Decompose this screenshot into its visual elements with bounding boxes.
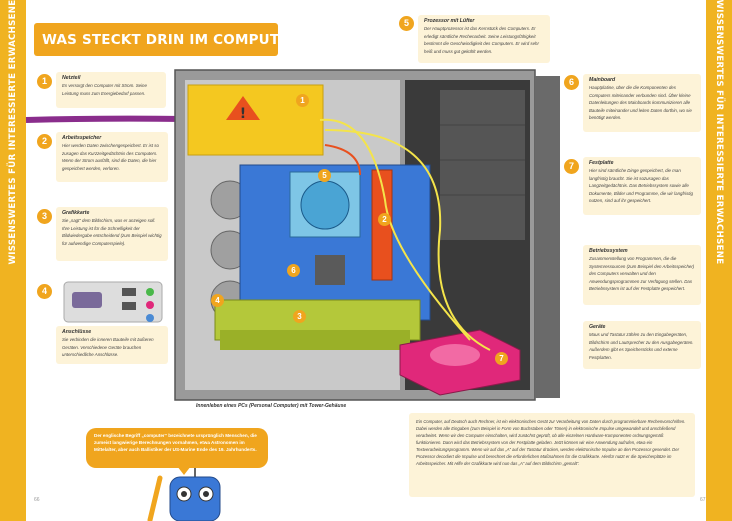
- card-title: Festplatte: [589, 160, 614, 166]
- card-body: Hauptplatine, über die die Komponenten d…: [589, 85, 692, 121]
- audio-port-pink-icon: [146, 301, 154, 309]
- yellow-cable-2: [324, 129, 491, 351]
- card-num-5: 5: [399, 16, 414, 31]
- card-body: Hier sind sämtliche Dinge gespeichert, d…: [589, 168, 693, 204]
- card-mainboard: Mainboard Hauptplatine, über die die Kom…: [583, 74, 701, 132]
- card-title: Grafikkarte: [62, 210, 90, 216]
- serial-port-icon: [72, 292, 102, 308]
- card-title: Mainboard: [589, 77, 616, 83]
- yellow-cable-1: [319, 118, 471, 341]
- case-side: [535, 76, 560, 398]
- psu-warning-icon: [226, 96, 260, 120]
- callout-7: 7: [495, 352, 508, 365]
- illustration-caption: Innenleben eines PCs (Personal Computer)…: [196, 403, 347, 409]
- card-body: Sie „sagt“ dem Bildschirm, was er anzeig…: [62, 218, 162, 246]
- drive-bays: [440, 90, 525, 240]
- page-title-box: WAS STECKT DRIN IM COMPUTER?: [34, 23, 307, 56]
- callout-1: 1: [296, 94, 309, 107]
- card-title: Anschlüsse: [62, 329, 92, 335]
- power-cable: [25, 115, 186, 123]
- card-title: Prozessor mit Lüfter: [424, 18, 475, 24]
- usb-port-icon-2: [122, 302, 136, 310]
- card-num-2: 2: [37, 134, 52, 149]
- page-number-left: 66: [34, 497, 40, 503]
- hdd-platter: [430, 344, 480, 366]
- callout-3: 3: [293, 310, 306, 323]
- card-num-7: 7: [564, 159, 579, 174]
- card-num-4: 4: [37, 284, 52, 299]
- card-title: Arbeitsspeicher: [62, 135, 102, 141]
- gpu-slot: [220, 330, 410, 350]
- page-number-right: 67: [700, 497, 706, 503]
- card-body: Der Hauptprozessor ist das Kernstück des…: [424, 26, 539, 54]
- speech-bubble: Der englische Begriff „computer“ bezeich…: [86, 428, 268, 468]
- card-body: Zusammenstellung von Programmen, die die…: [589, 256, 695, 292]
- callout-2: 2: [378, 213, 391, 226]
- card-betriebssystem: Betriebssystem Zusammenstellung von Prog…: [583, 245, 701, 305]
- card-num-1: 1: [37, 74, 52, 89]
- speech-text: Der englische Begriff „computer“ bezeich…: [94, 433, 257, 452]
- robot-mascot-icon: [147, 456, 221, 521]
- main-text-box: Ein Computer, auf Deutsch auch Rechner, …: [409, 413, 695, 497]
- callout-6: 6: [287, 264, 300, 277]
- svg-text:!: !: [240, 106, 246, 122]
- card-body: Hier werden Daten zwischengespeichert. E…: [62, 143, 159, 171]
- cpu-fan: [300, 180, 350, 230]
- callout-4: 4: [211, 294, 224, 307]
- callout-5: 5: [318, 169, 331, 182]
- card-title: Geräte: [589, 324, 606, 330]
- card-num-3: 3: [37, 209, 52, 224]
- card-geraete: Geräte Maus und Tastatur zählen zu den E…: [583, 321, 701, 369]
- card-title: Betriebssystem: [589, 248, 628, 254]
- audio-port-green-icon: [146, 288, 154, 296]
- page-title: WAS STECKT DRIN IM COMPUTER?: [42, 32, 308, 48]
- card-arbeitsspeicher: Arbeitsspeicher Hier werden Daten zwisch…: [56, 132, 168, 182]
- red-cable: [324, 144, 361, 176]
- main-text: Ein Computer, auf Deutsch auch Rechner, …: [416, 419, 686, 466]
- card-num-6: 6: [564, 75, 579, 90]
- card-body: Sie verbinden die inneren Bauteile mit ä…: [62, 337, 154, 358]
- audio-port-blue-icon: [146, 314, 154, 322]
- card-anschluesse: Anschlüsse Sie verbinden die inneren Bau…: [56, 326, 168, 364]
- right-side-band: WISSENSWERTES FÜR INTERESSIERTE ERWACHSE…: [706, 0, 732, 521]
- chipset: [315, 255, 345, 285]
- card-body: Maus und Tastatur zählen zu den Eingabeg…: [589, 332, 694, 360]
- card-festplatte: Festplatte Hier sind sämtliche Dinge ges…: [583, 157, 701, 215]
- card-netzteil: Netzteil Es versorgt den Computer mit St…: [56, 72, 166, 108]
- left-side-band: WISSENSWERTES FÜR INTERESSIERTE ERWACHSE…: [0, 0, 26, 521]
- speech-bubble-tail: [177, 466, 191, 475]
- card-body: Es versorgt den Computer mit Strom. Sein…: [62, 83, 147, 96]
- card-grafikkarte: Grafikkarte Sie „sagt“ dem Bildschirm, w…: [56, 207, 168, 261]
- usb-port-icon-1: [122, 288, 136, 296]
- card-title: Netzteil: [62, 75, 81, 81]
- card-prozessor: Prozessor mit Lüfter Der Hauptprozessor …: [418, 15, 550, 63]
